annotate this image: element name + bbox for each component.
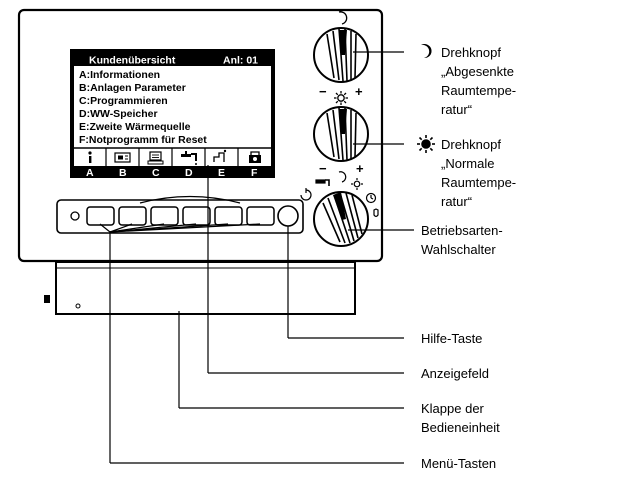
control-unit-flap[interactable] [44,261,356,315]
softkey-letter-f: F [251,167,258,179]
display-header-title: Kundenübersicht [89,55,176,67]
svg-text:ratur“: ratur“ [441,102,472,117]
callout-sun-icon [417,135,435,153]
svg-text:Drehknopf: Drehknopf [441,45,501,60]
menu-key-b[interactable] [118,206,147,226]
parameter-icon [114,152,131,163]
normal-temperature-knob[interactable] [313,106,369,162]
menu-key-f[interactable] [246,206,275,226]
svg-text:Raumtempe-: Raumtempe- [441,175,516,190]
standby-icon [300,188,312,201]
help-key[interactable] [277,205,299,227]
menu-item-c: C:Programmieren [79,95,168,107]
reduced-temperature-knob[interactable] [313,27,369,83]
display-panel: Kundenübersicht Anl: 01 A:Informationen … [70,49,275,179]
moon-icon [338,11,348,25]
moon-small-icon [338,171,347,183]
callout-mode-switch: Betriebsarten- Wahlschalter [421,223,503,257]
knob1-plus-label: + [355,84,363,99]
callout-moon-icon [421,44,432,59]
menu-item-b: B:Anlagen Parameter [79,82,186,94]
softkey-letter-e: E [218,167,225,179]
sun-small-icon [351,178,363,190]
knob1-minus-label: − [319,84,327,99]
callout-menu-keys: Menü-Tasten [421,456,496,471]
mode-switch-symbols [300,171,379,218]
svg-text:Betriebsarten-: Betriebsarten- [421,223,503,238]
menu-key-d[interactable] [182,206,211,226]
callout-help-key: Hilfe-Taste [421,331,482,346]
callout-normal-knob: Drehknopf „Normale Raumtempe- ratur“ [441,137,516,209]
display-header-unit: Anl: 01 [223,55,258,67]
menu-key-a[interactable] [86,206,115,226]
second-heat-source-icon [213,149,227,162]
status-led [70,211,80,221]
program-icon [147,151,164,165]
tap-water-icon [181,151,197,165]
svg-text:Raumtempe-: Raumtempe- [441,83,516,98]
svg-text:Bedieneinheit: Bedieneinheit [421,420,500,435]
menu-item-d: D:WW-Speicher [79,108,158,120]
svg-text:ratur“: ratur“ [441,194,472,209]
softkey-letter-b: B [119,167,127,179]
info-icon [88,151,92,163]
svg-text:„Abgesenkte: „Abgesenkte [441,64,514,79]
menu-key-c[interactable] [150,206,179,226]
mode-selector-knob[interactable] [313,191,369,247]
knob2-minus-label: − [319,161,327,176]
leader-lines [99,51,414,464]
knob2-plus-label: + [356,161,364,176]
tap-icon [315,179,330,186]
hand-icon [373,208,379,218]
emergency-icon [249,151,261,163]
callout-reduced-knob: Drehknopf „Abgesenkte Raumtempe- ratur“ [441,45,516,117]
svg-text:„Normale: „Normale [441,156,494,171]
softkey-letter-a: A [86,167,94,179]
clock-icon [365,192,377,204]
menu-item-f: F:Notprogramm für Reset [79,134,207,146]
softkey-letter-c: C [152,167,160,179]
menu-key-e[interactable] [214,206,243,226]
callout-flap: Klappe der Bedieneinheit [421,401,500,435]
display-header-bar [74,53,271,66]
callout-display: Anzeigefeld [421,366,489,381]
menu-item-a: A:Informationen [79,69,160,81]
sun-icon [334,91,348,105]
svg-text:Drehknopf: Drehknopf [441,137,501,152]
softkey-letter-d: D [185,167,193,179]
menu-item-e: E:Zweite Wärmequelle [79,121,191,133]
svg-text:Klappe der: Klappe der [421,401,485,416]
svg-text:Wahlschalter: Wahlschalter [421,242,496,257]
